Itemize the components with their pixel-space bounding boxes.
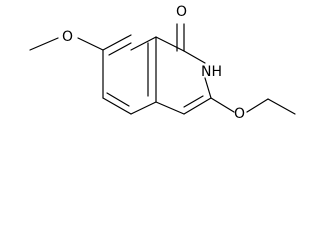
- bond-c7-c8: [102, 34, 132, 51]
- bond-ch2-ch3: [267, 98, 296, 115]
- bond-c3-c4: [183, 97, 212, 115]
- bond-c4-c4a: [155, 101, 185, 115]
- bond-c8-c8a: [130, 36, 157, 51]
- bond-c3-c4-inner: [183, 95, 204, 108]
- bond-c5-c6: [102, 97, 132, 115]
- bond-c1-n2: [183, 50, 206, 64]
- methoxy-oxygen-label: O: [62, 29, 73, 45]
- bond-c3-o-ethoxy: [210, 97, 235, 113]
- carbonyl-oxygen-label: O: [176, 4, 187, 20]
- structure-canvas: O NH O O: [29, 4, 296, 122]
- bond-c7-c8-inner: [108, 42, 132, 56]
- bond-c8a-c1: [155, 36, 185, 52]
- ring-nitrogen-label: NH: [201, 64, 222, 80]
- bond-c4a-c5: [130, 101, 157, 115]
- bond-o-methoxy-ch3: [29, 37, 59, 51]
- bond-layer: [29, 23, 296, 115]
- atom-label-layer: O NH O O: [62, 4, 245, 122]
- bond-o-ethoxy-ch2: [246, 98, 269, 113]
- bond-c5-c6-inner: [106, 92, 130, 107]
- ethoxy-oxygen-label: O: [234, 106, 245, 122]
- bond-c7-o-methoxy: [77, 37, 104, 51]
- structural-formula: O NH O O: [29, 4, 296, 122]
- bond-n2-c3: [204, 77, 212, 99]
